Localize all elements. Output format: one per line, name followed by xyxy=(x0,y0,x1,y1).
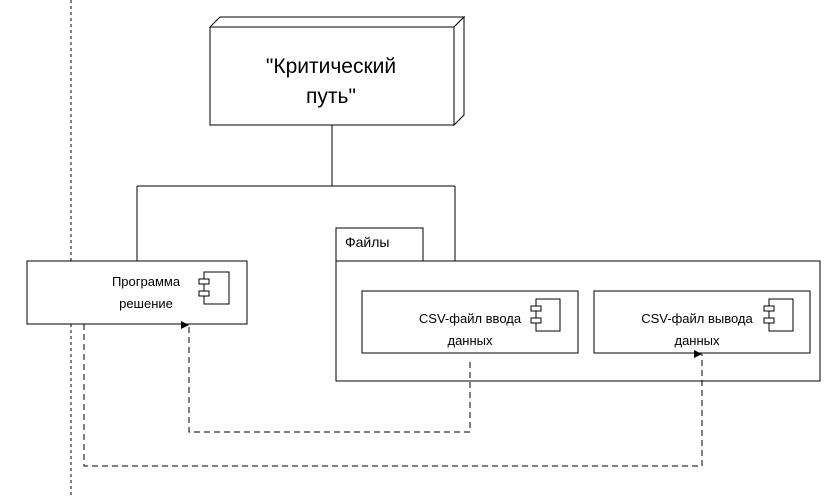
package-title: Файлы xyxy=(345,234,390,250)
node-title: "Критический путь" xyxy=(212,52,450,112)
component-icon xyxy=(763,298,794,332)
component-csv-output[interactable] xyxy=(593,290,811,354)
component-csv-input[interactable] xyxy=(361,290,579,354)
dependency-program-to-output xyxy=(83,324,703,467)
csv-output-label-line2: данных xyxy=(674,333,720,348)
program-label-line1: Программа xyxy=(111,274,181,289)
dependency-input-to-program xyxy=(181,321,471,433)
node-connectors xyxy=(136,125,456,261)
csv-input-label-line2: данных xyxy=(447,333,493,348)
program-label: Программа решение xyxy=(86,271,206,315)
csv-input-label: CSV-файл ввода данных xyxy=(408,308,532,352)
component-icon xyxy=(198,271,230,305)
component-icon xyxy=(530,298,561,332)
program-label-line2: решение xyxy=(119,296,173,311)
node-title-line1: "Критический xyxy=(265,55,397,78)
node-title-line2: путь" xyxy=(306,85,356,108)
csv-output-label-line1: CSV-файл вывода xyxy=(641,311,753,326)
csv-input-label-line1: CSV-файл ввода xyxy=(418,311,522,326)
component-program[interactable] xyxy=(26,260,248,325)
csv-output-label: CSV-файл вывода данных xyxy=(632,308,762,352)
node-critical-path[interactable] xyxy=(208,15,466,127)
